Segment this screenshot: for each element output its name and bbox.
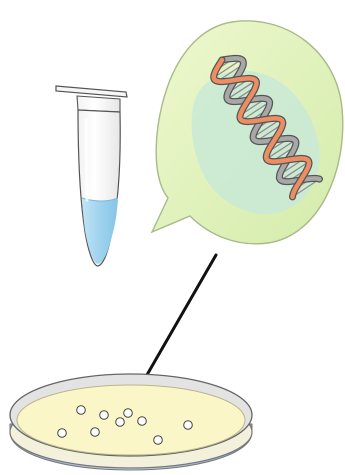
bacterial-colony-icon [77,406,86,415]
bacterial-colony-icon [184,421,193,430]
bacterial-colony-icon [91,428,100,437]
tube-highlight [86,120,87,200]
bacterial-colony-icon [138,417,147,426]
petri-dish-medium [17,385,245,455]
bacterial-colony-icon [124,409,133,418]
tube-ring [77,96,120,112]
tube-cap [56,86,127,97]
bacterial-colony-icon [154,436,163,445]
speech-bubble-icon [152,21,343,244]
bacterial-colony-icon [58,429,67,438]
tube-liquid [82,198,118,264]
microcentrifuge-tube-icon [56,86,127,266]
bacterial-colony-icon [116,418,125,427]
bacterial-colony-icon [100,411,109,420]
petri-dish-icon [10,374,252,470]
